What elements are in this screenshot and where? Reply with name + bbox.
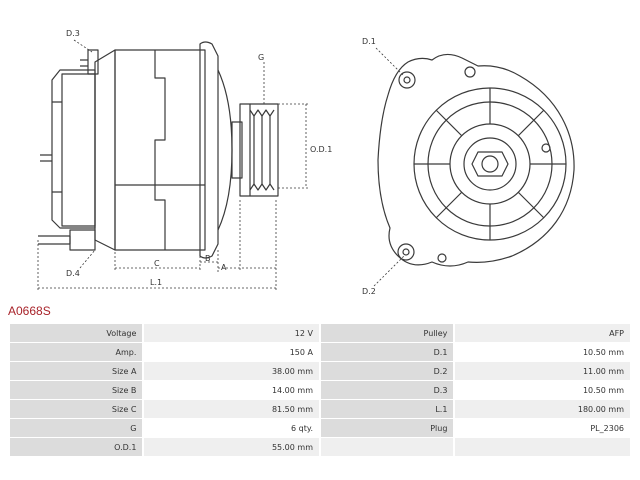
side-view [38, 41, 279, 259]
spec-left-value: 81.50 mm [144, 400, 319, 418]
spec-left-value: 150 A [144, 343, 319, 361]
spec-right-value: 10.50 mm [455, 343, 630, 361]
part-number: A0668S [8, 304, 51, 318]
spec-left-value: 38.00 mm [144, 362, 319, 380]
spec-right-label: Pulley [320, 324, 454, 342]
spec-right-value: PL_2306 [455, 419, 630, 437]
spec-left-label: G [10, 419, 143, 437]
technical-drawing: D.3 G O.D.1 D.4 C B A L.1 D.1 D.2 [37, 29, 575, 296]
spec-right-value [455, 438, 630, 456]
label-l1: L.1 [150, 278, 162, 287]
spec-right-value: AFP [455, 324, 630, 342]
label-c: C [154, 259, 160, 268]
label-a: A [221, 263, 227, 272]
spec-left-value: 12 V [144, 324, 319, 342]
spec-right-label: Plug [320, 419, 454, 437]
spec-left-value: 6 qty. [144, 419, 319, 437]
spec-right-value: 10.50 mm [455, 381, 630, 399]
label-d3: D.3 [66, 29, 80, 38]
label-b: B [205, 254, 211, 263]
spec-right-label: D.1 [320, 343, 454, 361]
front-view [377, 53, 575, 267]
spec-left-value: 14.00 mm [144, 381, 319, 399]
spec-left-label: Size B [10, 381, 143, 399]
label-d1: D.1 [362, 37, 376, 46]
spec-right-label: D.2 [320, 362, 454, 380]
label-od1: O.D.1 [310, 145, 332, 154]
label-g: G [258, 53, 264, 62]
spec-left-label: Size A [10, 362, 143, 380]
spec-right-label [320, 438, 454, 456]
spec-left-label: O.D.1 [10, 438, 143, 456]
dimension-lines [37, 39, 405, 292]
spec-left-label: Size C [10, 400, 143, 418]
spec-left-label: Amp. [10, 343, 143, 361]
spec-left-value: 55.00 mm [144, 438, 319, 456]
label-d4: D.4 [66, 269, 80, 278]
spec-right-label: D.3 [320, 381, 454, 399]
spec-left-label: Voltage [10, 324, 143, 342]
label-d2: D.2 [362, 287, 376, 296]
spec-right-value: 180.00 mm [455, 400, 630, 418]
spec-right-label: L.1 [320, 400, 454, 418]
spec-right-value: 11.00 mm [455, 362, 630, 380]
